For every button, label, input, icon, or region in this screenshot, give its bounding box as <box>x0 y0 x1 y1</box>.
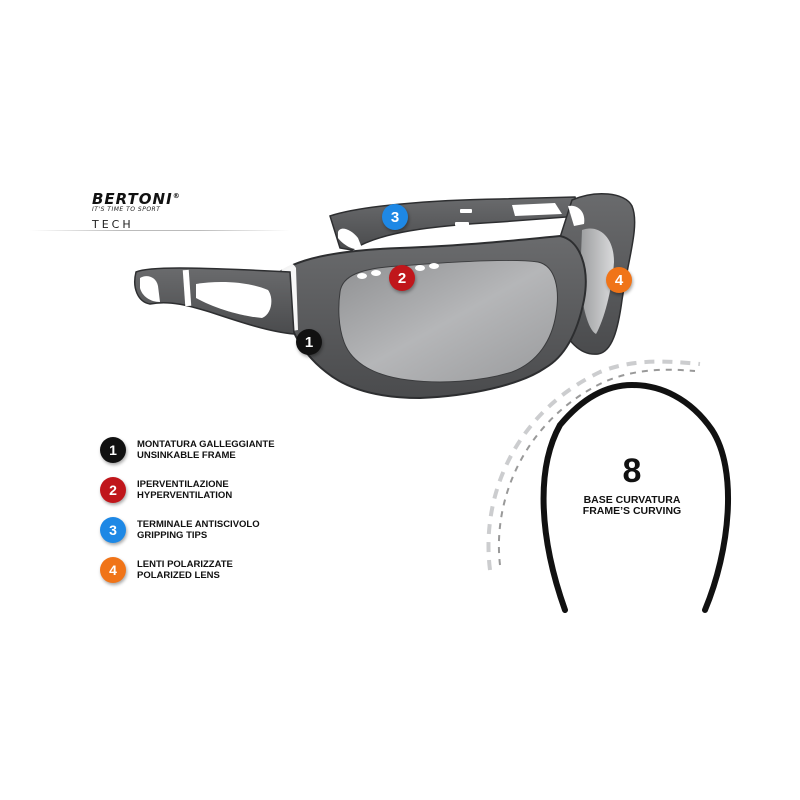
legend-badge-1: 1 <box>100 437 126 463</box>
legend-item-hyperventilation: 2 IPERVENTILAZIONE HYPERVENTILATION <box>100 477 275 503</box>
bertoni-logo: BERTONI® IT'S TIME TO SPORT TECH <box>92 190 181 231</box>
feature-legend: 1 MONTATURA GALLEGGIANTE UNSINKABLE FRAM… <box>100 437 275 597</box>
legend-item-polarized-lens: 4 LENTI POLARIZZATE POLARIZED LENS <box>100 557 275 583</box>
legend-text: MONTATURA GALLEGGIANTE UNSINKABLE FRAME <box>137 439 275 461</box>
legend-text: TERMINALE ANTISCIVOLO GRIPPING TIPS <box>137 519 260 541</box>
legend-badge-4: 4 <box>100 557 126 583</box>
ventilation-slots <box>357 263 439 279</box>
brand-slogan: IT'S TIME TO SPORT <box>92 206 161 213</box>
legend-badge-3: 3 <box>100 517 126 543</box>
front-frame <box>278 234 587 400</box>
callout-badge-2: 2 <box>389 265 415 291</box>
curvature-value: 8 <box>622 452 642 490</box>
product-line: TECH <box>92 218 134 231</box>
brand-name: BERTONI® <box>92 190 181 208</box>
callout-badge-1: 1 <box>296 329 322 355</box>
near-temple-arm <box>134 267 295 335</box>
registered-mark: ® <box>172 192 181 200</box>
logo-divider <box>30 230 290 231</box>
curvature-diagram <box>486 359 732 613</box>
curvature-arc <box>540 381 732 613</box>
legend-text: IPERVENTILAZIONE HYPERVENTILATION <box>137 479 233 501</box>
callout-badge-4: 4 <box>606 267 632 293</box>
callout-badge-3: 3 <box>382 204 408 230</box>
legend-item-gripping-tips: 3 TERMINALE ANTISCIVOLO GRIPPING TIPS <box>100 517 275 543</box>
curvature-label: BASE CURVATURA FRAME’S CURVING <box>582 494 682 517</box>
legend-badge-2: 2 <box>100 477 126 503</box>
legend-item-unsinkable: 1 MONTATURA GALLEGGIANTE UNSINKABLE FRAM… <box>100 437 275 463</box>
legend-text: LENTI POLARIZZATE POLARIZED LENS <box>137 559 233 581</box>
